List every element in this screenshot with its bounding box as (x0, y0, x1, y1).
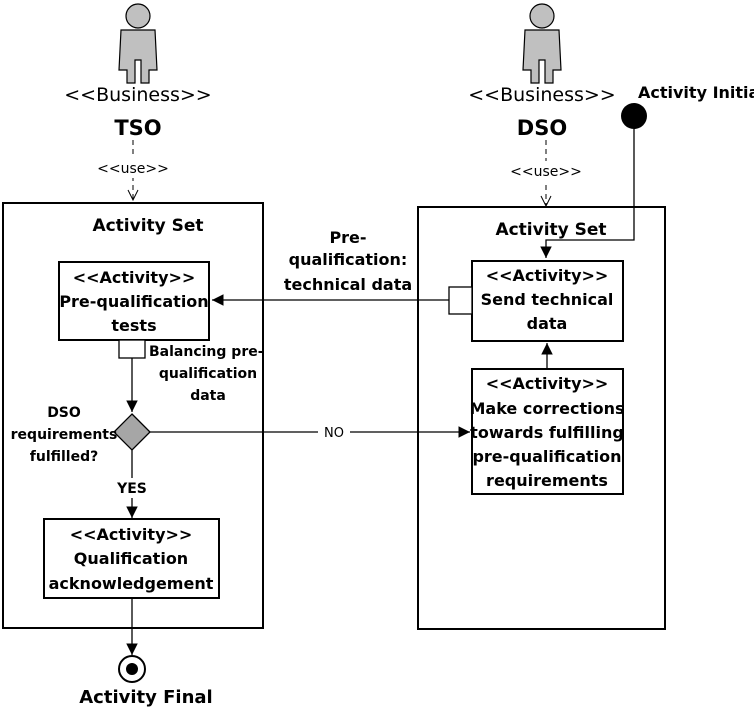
activity-initial-label: Activity Initial (638, 83, 754, 102)
prequal-tests-line2: tests (111, 316, 156, 335)
tso-actor-icon (118, 3, 158, 84)
dso-use-label: <<use>> (510, 164, 582, 180)
prequal-data-line3: technical data (284, 275, 412, 294)
prequal-tests-activity (58, 261, 210, 341)
yes-label-bg (112, 478, 152, 498)
initial-flow (540, 129, 635, 258)
prequal-tests-line1: Pre-qualification (59, 292, 208, 311)
qualification-activity (43, 518, 220, 599)
activity-final-label: Activity Final (79, 687, 212, 708)
qualification-line1: Qualification (74, 549, 188, 568)
send-data-stereotype: <<Activity>> (486, 266, 609, 285)
no-label-bg (318, 424, 350, 440)
dso-activity-set (417, 206, 666, 630)
tso-stereotype: <<Business>> (64, 84, 211, 106)
dso-actor-icon (522, 3, 562, 84)
corrections-line3: pre-qualification (472, 447, 621, 466)
prequal-data-line1: Pre- (329, 228, 366, 247)
tso-name: TSO (114, 116, 161, 140)
pin-label-line1: Balancing pre- (149, 344, 264, 360)
corrections-line1: Make corrections (470, 399, 625, 418)
yes-label: YES (116, 481, 147, 497)
dso-use-label-bg (516, 161, 576, 181)
corrections-stereotype: <<Activity>> (486, 374, 609, 393)
send-data-activity (471, 260, 624, 342)
no-label: NO (324, 426, 344, 441)
send-data-line2: data (527, 314, 568, 333)
qualification-line2: acknowledgement (49, 574, 214, 593)
corrections-activity (471, 368, 624, 495)
decision-line3: fulfilled? (30, 449, 98, 465)
dso-activity-set-title: Activity Set (495, 220, 606, 240)
decision-line1: DSO (47, 405, 81, 421)
corrections-line2: towards fulfilling (470, 423, 624, 442)
tso-activity-set (2, 202, 264, 629)
pin-label-line3: data (190, 388, 226, 404)
send-data-line1: Send technical (481, 290, 614, 309)
decision-line2: requirements (11, 427, 118, 443)
pin-label-line2: qualification (159, 366, 257, 382)
corrections-line4: requirements (486, 471, 608, 490)
dso-stereotype: <<Business>> (468, 84, 615, 106)
prequal-tests-stereotype: <<Activity>> (73, 268, 196, 287)
qualification-stereotype: <<Activity>> (70, 525, 193, 544)
tso-use-label-bg (104, 158, 164, 178)
tso-use-label: <<use>> (97, 161, 169, 177)
requirements-decision-node (113, 413, 151, 451)
technical-data-output-pin (448, 286, 473, 315)
balancing-output-pin (118, 339, 146, 359)
tso-activity-set-title: Activity Set (92, 216, 203, 236)
prequal-data-line2: qualification: (289, 250, 408, 269)
activity-initial-node (621, 103, 647, 129)
dso-name: DSO (517, 116, 567, 140)
activity-final-node (118, 655, 146, 683)
